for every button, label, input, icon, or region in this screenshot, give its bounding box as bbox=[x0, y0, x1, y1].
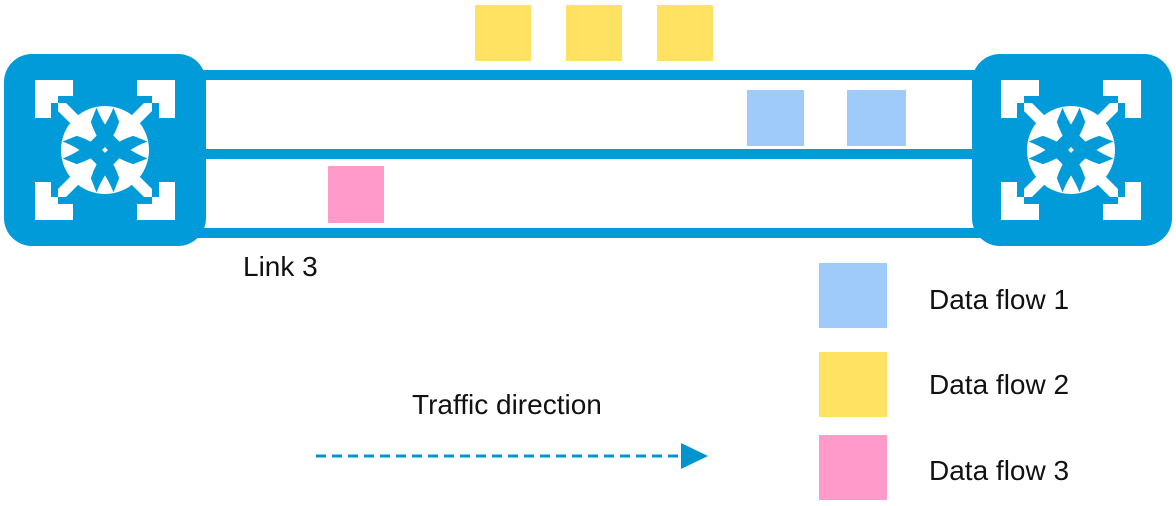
flow-2-packet bbox=[657, 5, 713, 61]
legend-swatch-flow-3 bbox=[819, 435, 887, 500]
flow-1-packets bbox=[747, 90, 906, 146]
legend-label-flow-3: Data flow 3 bbox=[929, 455, 1070, 486]
legend-label-flow-1: Data flow 1 bbox=[929, 284, 1070, 315]
flow-1-packet bbox=[747, 90, 804, 146]
flow-2-packets bbox=[475, 5, 713, 61]
flow-3-packets bbox=[328, 166, 384, 223]
traffic-direction-label: Traffic direction bbox=[412, 389, 602, 420]
links bbox=[180, 70, 1000, 238]
flow-2-packet bbox=[475, 5, 531, 61]
link-3-label: Link 3 bbox=[243, 251, 318, 282]
legend-swatches bbox=[819, 263, 887, 500]
traffic-direction-arrow bbox=[316, 443, 708, 469]
flow-3-packet bbox=[328, 166, 384, 223]
legend-swatch-flow-1 bbox=[819, 263, 887, 328]
right-switch bbox=[972, 54, 1172, 246]
left-switch bbox=[4, 54, 206, 246]
legend-label-flow-2: Data flow 2 bbox=[929, 369, 1070, 400]
flow-1-packet bbox=[847, 90, 906, 146]
legend-swatch-flow-2 bbox=[819, 352, 887, 417]
flow-2-packet bbox=[566, 5, 622, 61]
